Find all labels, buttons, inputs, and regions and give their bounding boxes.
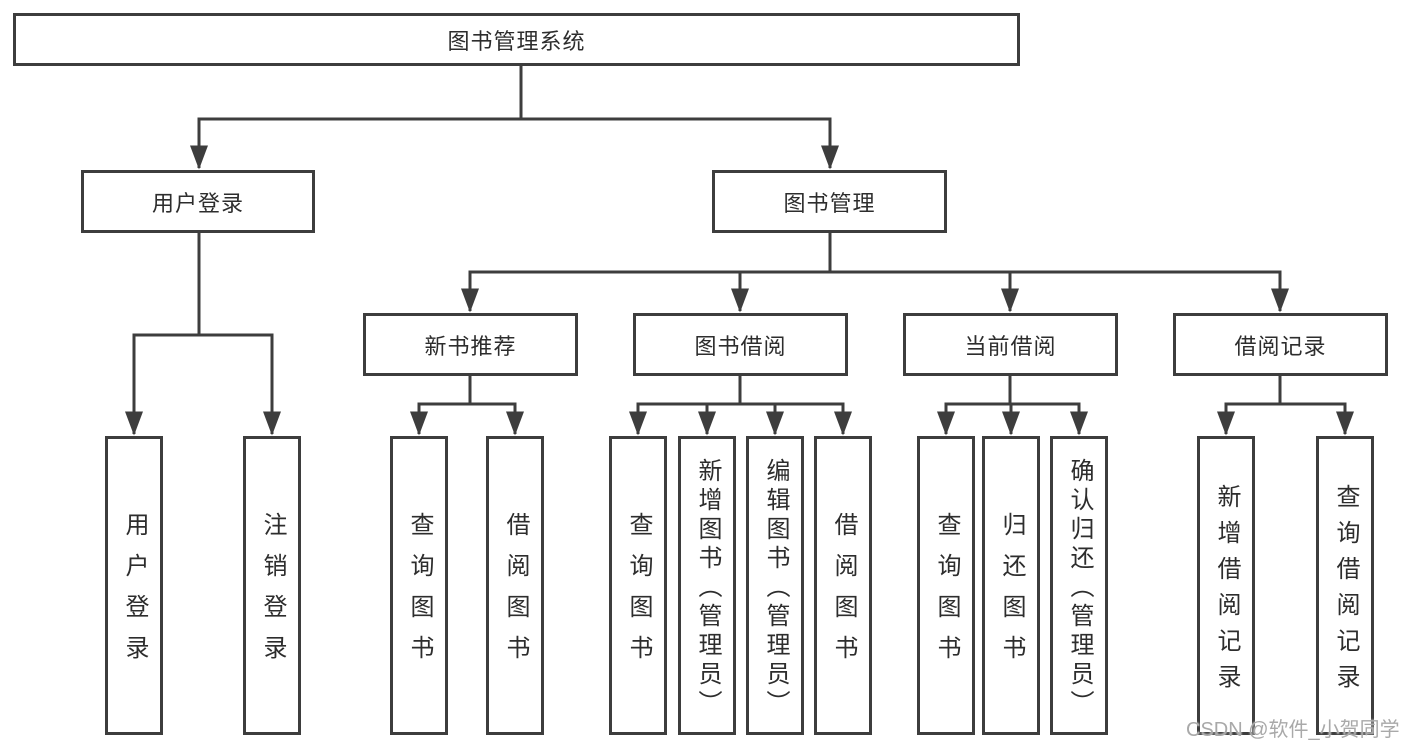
leaf-query-books-1: 查询图书 [390,436,448,735]
node-book-borrow: 图书借阅 [633,313,848,376]
csdn-watermark: CSDN @软件_小贺同学 [1186,719,1400,741]
connector-borrow-record-to-leaves [1217,376,1354,436]
node-book-mgmt-label: 图书管理 [783,190,876,216]
connector-book-mgmt-to-level3 [461,233,1289,313]
leaf-add-borrow-record-label: 新增借阅记录 [1213,483,1240,700]
leaf-add-borrow-record: 新增借阅记录 [1197,436,1255,735]
node-new-books-label: 新书推荐 [424,333,517,359]
leaf-edit-books-admin-label: 编辑图书（管理员） [762,457,789,719]
node-current-borrow: 当前借阅 [903,313,1118,376]
leaf-add-books-admin-label: 新增图书（管理员） [694,457,721,719]
leaf-add-books-admin: 新增图书（管理员） [678,436,736,735]
connector-book-borrow-to-leaves [629,376,852,436]
connector-new-books-to-leaves [410,376,524,436]
leaf-return-books: 归还图书 [982,436,1040,735]
leaf-borrow-books-1: 借阅图书 [486,436,544,735]
leaf-logout-label: 注销登录 [259,512,286,676]
leaf-confirm-return-admin: 确认归还（管理员） [1050,436,1108,735]
leaf-query-books-2: 查询图书 [609,436,667,735]
node-new-books: 新书推荐 [363,313,578,376]
connector-root-to-level2 [190,66,839,170]
node-book-borrow-label: 图书借阅 [694,333,787,359]
leaf-query-books-2-label: 查询图书 [625,512,652,676]
node-book-mgmt: 图书管理 [712,170,947,233]
leaf-confirm-return-admin-label: 确认归还（管理员） [1066,457,1093,719]
leaf-query-borrow-record: 查询借阅记录 [1316,436,1374,735]
node-borrow-record-label: 借阅记录 [1234,333,1327,359]
connector-current-borrow-to-leaves [937,376,1088,436]
connector-user-login-to-leaves [125,233,281,436]
node-borrow-record: 借阅记录 [1173,313,1388,376]
leaf-borrow-books-2: 借阅图书 [814,436,872,735]
leaf-borrow-books-1-label: 借阅图书 [502,512,529,676]
leaf-logout: 注销登录 [243,436,301,735]
node-root-system: 图书管理系统 [13,13,1020,66]
leaf-user-login-label: 用户登录 [121,512,148,676]
leaf-return-books-label: 归还图书 [998,512,1025,676]
leaf-query-books-3: 查询图书 [917,436,975,735]
node-user-login: 用户登录 [81,170,315,233]
leaf-query-books-1-label: 查询图书 [406,512,433,676]
leaf-query-books-3-label: 查询图书 [933,512,960,676]
leaf-query-borrow-record-label: 查询借阅记录 [1332,483,1359,700]
leaf-borrow-books-2-label: 借阅图书 [830,512,857,676]
node-root-label: 图书管理系统 [447,28,586,54]
node-current-borrow-label: 当前借阅 [964,333,1057,359]
leaf-user-login: 用户登录 [105,436,163,735]
node-user-login-label: 用户登录 [151,190,244,216]
leaf-edit-books-admin: 编辑图书（管理员） [746,436,804,735]
